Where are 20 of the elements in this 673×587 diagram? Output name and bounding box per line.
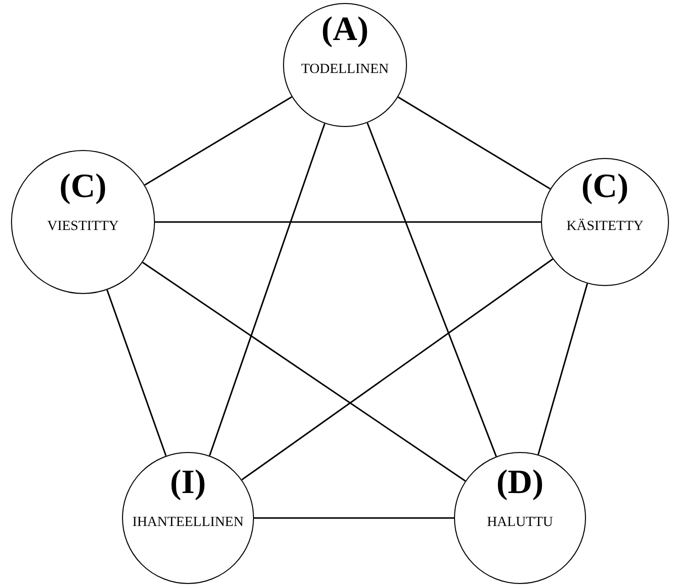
node-label: TODELLINEN [300, 62, 390, 78]
connector-line [538, 283, 588, 455]
node-heading: (I) [169, 465, 207, 501]
node-label: IHANTEELLINEN [131, 515, 245, 531]
connector-line [142, 262, 466, 482]
node-label: HALUTTU [486, 515, 554, 531]
node-heading: (C) [580, 169, 630, 205]
connector-line [144, 96, 292, 186]
node-label: KÄSITETTY [566, 219, 644, 235]
connector-line [366, 122, 497, 457]
connector-line [106, 290, 167, 456]
connector-line [241, 258, 554, 480]
node-label: VIESTITTY [46, 219, 120, 235]
node-heading: (C) [58, 169, 108, 205]
connector-line [155, 221, 541, 223]
connector-line [208, 123, 326, 456]
connector-line [254, 517, 454, 519]
node-heading: (A) [320, 12, 370, 48]
node-heading: (D) [495, 465, 545, 501]
connector-line [398, 96, 551, 190]
